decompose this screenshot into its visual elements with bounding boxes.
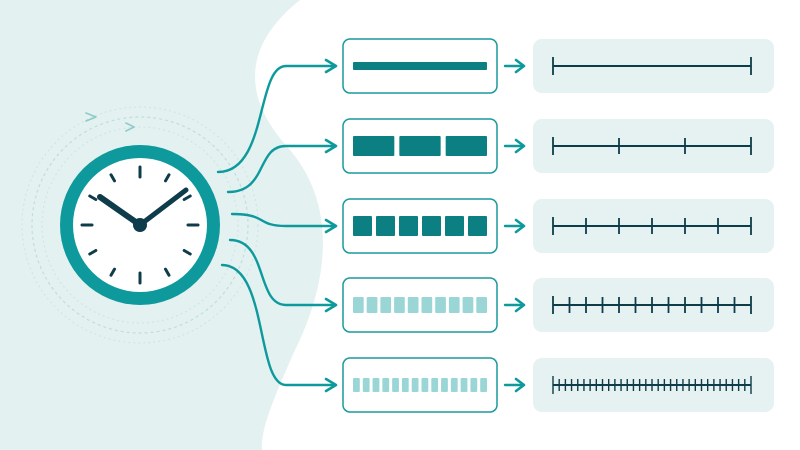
time-segment (470, 378, 478, 392)
connector-line (220, 263, 336, 387)
clock-tick (164, 173, 171, 183)
clock-tick (182, 249, 192, 256)
time-segment (450, 378, 458, 392)
row-1 (342, 38, 774, 94)
time-segment (448, 297, 460, 313)
row-2 (342, 118, 774, 174)
time-segment (468, 216, 487, 236)
time-segment (353, 216, 372, 236)
halo-ring-inner (41, 126, 239, 324)
halo-ring-outer (21, 106, 259, 344)
segment-box (342, 277, 498, 333)
segment-box (342, 357, 498, 413)
time-segment (353, 297, 364, 313)
row-3 (342, 198, 774, 254)
time-segment (407, 297, 419, 313)
arrow-right-icon (514, 377, 526, 393)
arrow-right-icon (324, 377, 338, 393)
clock-minute-hand (137, 187, 189, 228)
arrow-right-icon (514, 138, 526, 154)
row-5 (342, 357, 774, 413)
time-segment (362, 378, 370, 392)
clock-tick (109, 173, 116, 183)
time-segment (380, 297, 392, 313)
time-segment (422, 216, 441, 236)
time-segment (421, 378, 429, 392)
rows (342, 38, 774, 413)
time-segment (431, 378, 439, 392)
clock-icon (60, 145, 220, 305)
clock-ticks (80, 165, 200, 285)
time-segment (353, 62, 487, 70)
time-segment (460, 378, 468, 392)
clock-center (133, 218, 147, 232)
clock-tick (182, 194, 192, 201)
clock-tick (88, 194, 98, 201)
connectors (216, 58, 338, 393)
arrow-right-icon (324, 138, 338, 154)
halo-ring-middle (31, 116, 249, 334)
time-segment (421, 297, 433, 313)
clock-hour-hand (97, 194, 143, 228)
time-segment (411, 378, 419, 392)
clock-tick (109, 267, 116, 277)
time-segment (435, 297, 446, 313)
time-segment (476, 297, 487, 313)
arrow-right-icon (324, 58, 338, 74)
row-4 (342, 277, 774, 333)
time-segment (376, 216, 395, 236)
arrow-right-icon (514, 58, 526, 74)
time-segment (366, 297, 378, 313)
connector-line (230, 212, 336, 228)
time-segment (353, 378, 360, 392)
time-segment (399, 216, 418, 236)
time-segment (445, 136, 487, 156)
time-segment (445, 216, 464, 236)
connector-line (216, 64, 336, 174)
connector-line (226, 144, 336, 194)
motion-arrow-icon (85, 112, 135, 132)
time-segment (394, 297, 405, 313)
time-segment (462, 297, 474, 313)
time-segment (441, 378, 448, 392)
time-segment (399, 136, 441, 156)
arrow-right-icon (324, 218, 338, 234)
time-segment (353, 136, 395, 156)
time-segment (480, 378, 487, 392)
arrow-right-icon (514, 218, 526, 234)
arrow-right-icon (324, 297, 338, 313)
arrow-right-icon (514, 297, 526, 313)
clock-tick (164, 267, 171, 277)
time-segment (401, 378, 409, 392)
segment-box (342, 198, 498, 254)
time-segment (372, 378, 380, 392)
clock-tick (88, 249, 98, 256)
time-segment (382, 378, 390, 392)
time-segment (392, 378, 399, 392)
connector-line (228, 238, 336, 307)
